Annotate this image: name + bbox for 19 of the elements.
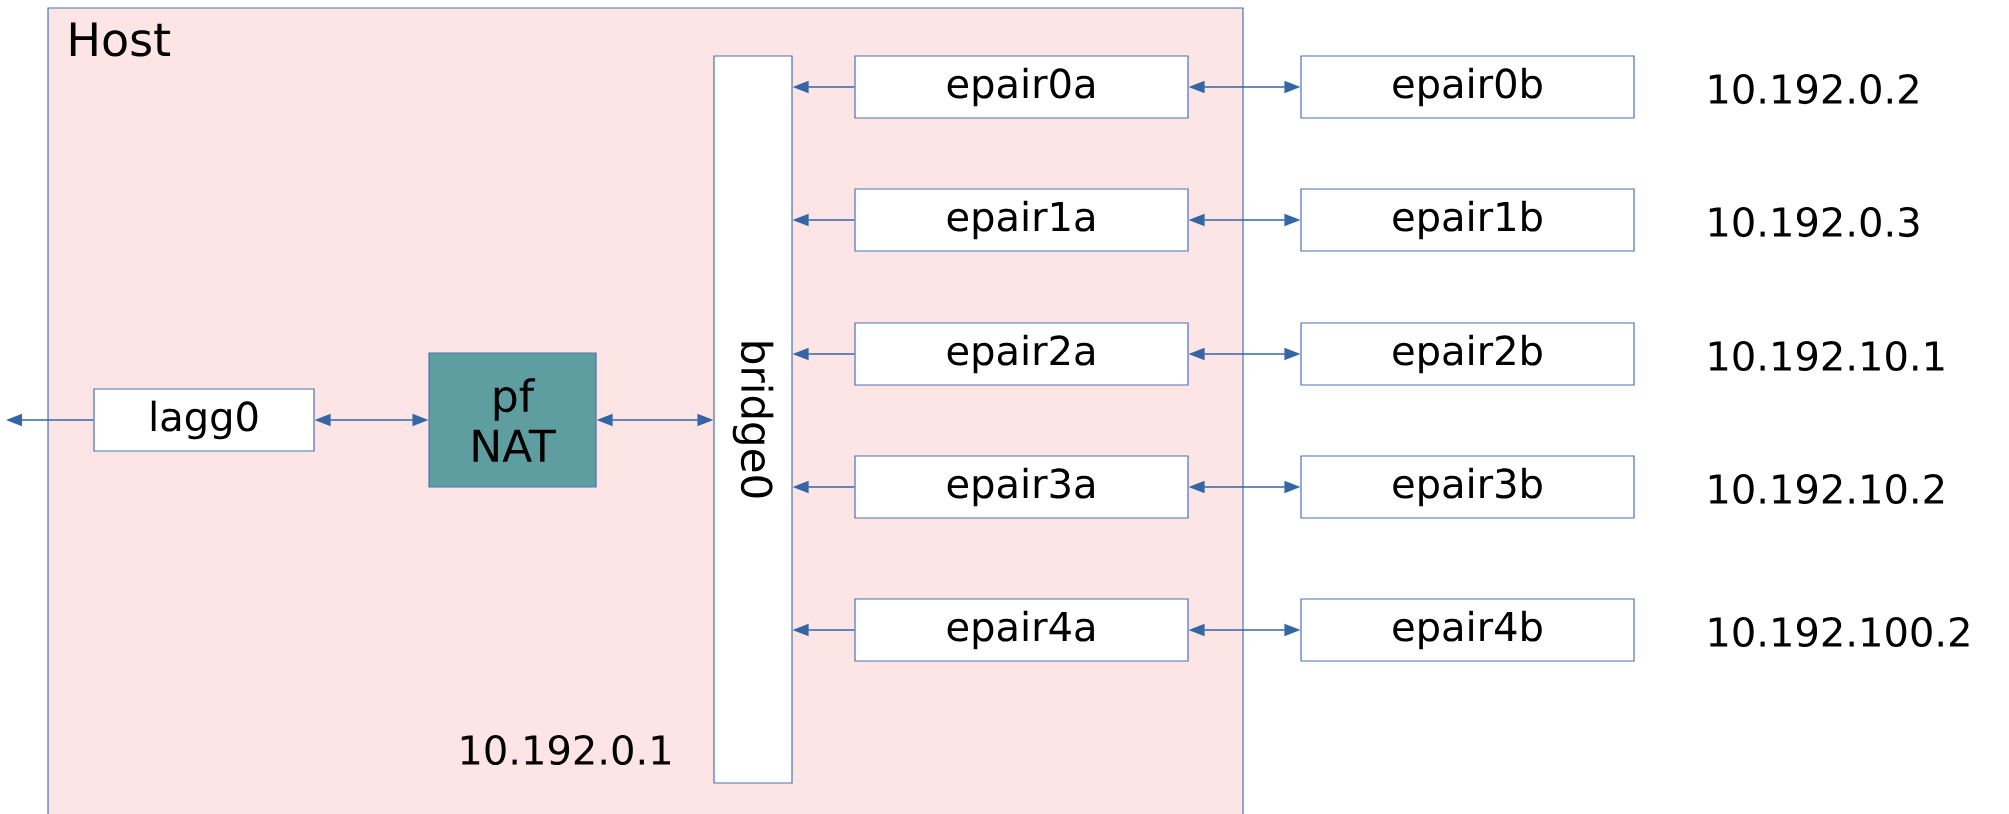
interface-box: epair0a bbox=[854, 55, 1189, 119]
interface-box: epair3a bbox=[854, 455, 1189, 519]
ip-address: 10.192.0.3 bbox=[1709, 206, 1919, 238]
interface-box: epair2b bbox=[1300, 322, 1635, 386]
interface-box: epair4a bbox=[854, 598, 1189, 662]
interface-box: epair1b bbox=[1300, 188, 1635, 252]
ip-address: 10.192.0.1 bbox=[461, 734, 670, 766]
nat-box: pf NAT bbox=[428, 352, 597, 488]
ip-address: 10.192.0.2 bbox=[1709, 73, 1918, 105]
interface-box: epair2a bbox=[854, 322, 1189, 386]
ip-address: 10.192.10.1 bbox=[1709, 340, 1944, 372]
ip-address: 10.192.100.2 bbox=[1709, 616, 1969, 648]
interface-box: epair4b bbox=[1300, 598, 1635, 662]
interface-box: epair0b bbox=[1300, 55, 1635, 119]
ip-address: 10.192.10.2 bbox=[1709, 473, 1944, 505]
interface-box: epair3b bbox=[1300, 455, 1635, 519]
interface-box: lagg0 bbox=[93, 388, 315, 452]
bridge-box: bridge0 bbox=[713, 55, 793, 784]
interface-box: epair1a bbox=[854, 188, 1189, 252]
